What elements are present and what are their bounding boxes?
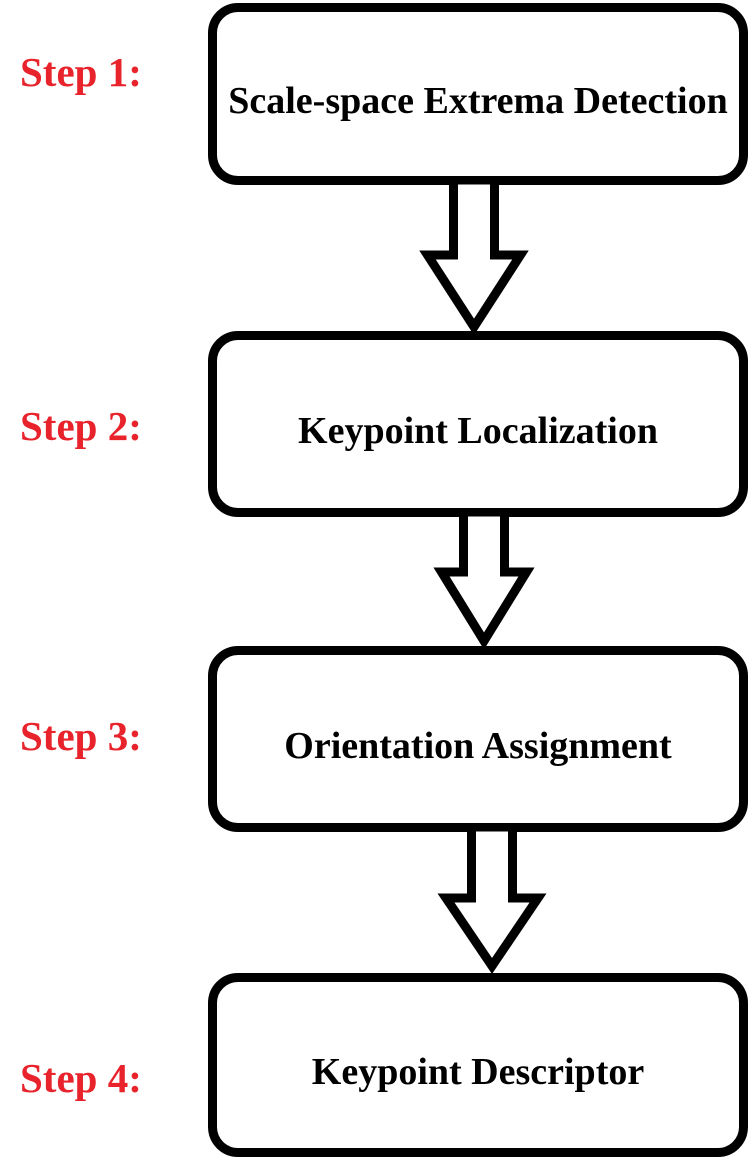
step-4-box: Keypoint Descriptor: [208, 973, 748, 1157]
step-1-label: Step 1:: [20, 49, 142, 95]
step-3-title: Orientation Assignment: [284, 725, 672, 767]
step-2-label: Step 2:: [20, 403, 142, 449]
down-arrow-3-icon: [437, 827, 547, 975]
step-3-box: Orientation Assignment: [208, 646, 748, 832]
step-4-label: Step 4:: [20, 1055, 142, 1101]
step-2-title: Keypoint Localization: [298, 410, 658, 452]
step-4-title: Keypoint Descriptor: [311, 1051, 645, 1093]
step-1-box: Scale-space Extrema Detection: [208, 3, 748, 185]
step-3-label: Step 3:: [20, 713, 142, 759]
step-2-box: Keypoint Localization: [208, 331, 748, 517]
down-arrow-1-icon: [419, 180, 529, 336]
step-1-title: Scale-space Extrema Detection: [228, 80, 728, 122]
down-arrow-2-icon: [433, 512, 535, 650]
